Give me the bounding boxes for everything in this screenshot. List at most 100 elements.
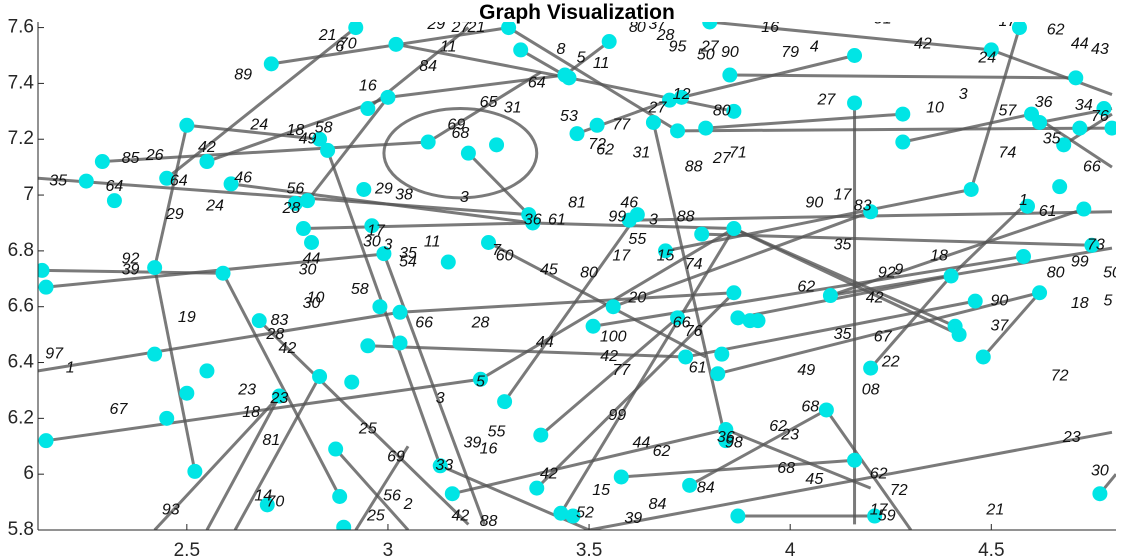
- graph-node: [678, 349, 694, 365]
- edge-weight-label: 3: [383, 237, 392, 254]
- graph-node: [440, 254, 456, 270]
- edge-weight-label: 5: [1104, 292, 1113, 309]
- graph-node: [332, 489, 348, 505]
- graph-node: [312, 131, 328, 147]
- graph-node: [565, 508, 581, 524]
- graph-node: [300, 193, 315, 209]
- graph-node: [710, 366, 726, 382]
- edge-weight-label: 34: [1075, 97, 1093, 114]
- edge-weight-label: 62: [769, 418, 787, 435]
- graph-edge: [982, 291, 1041, 358]
- edge-weight-label: 77: [612, 362, 631, 379]
- edge-weight-label: 28: [265, 326, 284, 343]
- graph-edge: [612, 210, 872, 309]
- graph-edge: [559, 227, 736, 515]
- edge-weight-label: 61: [548, 211, 566, 228]
- edge-weight-label: 16: [761, 19, 779, 36]
- edge-weight-label: 57: [998, 103, 1017, 120]
- edge-weight-label: 50: [1103, 264, 1121, 281]
- edge-weight-label: 66: [1083, 158, 1101, 175]
- graph-node: [553, 505, 569, 521]
- edge-weight-label: 85: [122, 150, 140, 167]
- edge-weight-label: 24: [249, 116, 268, 133]
- graph-node: [863, 204, 879, 220]
- edge-weight-label: 29: [374, 181, 393, 198]
- graph-edge: [38, 176, 529, 217]
- edge-weight-label: 17: [998, 13, 1017, 30]
- edge-weight-label: 50: [697, 47, 715, 64]
- y-tick-label: 7.4: [8, 72, 35, 93]
- x-tick-label: 3: [383, 540, 394, 560]
- y-tick-label: 7.2: [8, 128, 34, 149]
- graph-node: [698, 120, 714, 136]
- edge-weight-label: 56: [383, 488, 401, 505]
- graph-node: [1032, 285, 1048, 301]
- edge-weight-label: 76: [685, 323, 703, 340]
- graph-node: [372, 299, 388, 315]
- edge-weight-label: 60: [496, 248, 514, 265]
- graph-edge: [153, 395, 281, 530]
- edge-weight-label: 35: [399, 245, 417, 262]
- edge-weight-label: 16: [480, 440, 498, 457]
- edge-weight-label: 35: [834, 326, 852, 343]
- graph-edge: [564, 40, 611, 77]
- graph-node: [187, 463, 203, 479]
- edge-weight-label: 28: [656, 27, 675, 44]
- edge-weight-label: 17: [870, 502, 889, 519]
- graph-node: [336, 519, 352, 530]
- edge-weight-label: 5: [476, 373, 485, 390]
- edge-weight-label: 17: [834, 186, 853, 203]
- graph-node: [983, 42, 999, 58]
- edge-weight-label: 80: [713, 103, 731, 120]
- graph-edge: [737, 274, 952, 320]
- edge-weight-label: 62: [1047, 22, 1065, 39]
- graph-node: [388, 36, 404, 52]
- edge-weight-label: 44: [303, 250, 321, 267]
- graph-edge: [303, 221, 533, 231]
- graph-node: [444, 486, 460, 502]
- graph-node: [223, 176, 239, 192]
- edge-weight-label: 42: [198, 139, 216, 156]
- graph-node: [179, 117, 195, 133]
- graph-edge: [503, 213, 639, 403]
- edge-weight-label: 67: [874, 329, 893, 346]
- edge-weight-label: 52: [576, 504, 594, 521]
- graph-node: [561, 70, 577, 86]
- edge-weight-label: 3: [649, 211, 658, 228]
- graph-node: [1011, 22, 1027, 36]
- edge-weight-label: 55: [488, 424, 506, 441]
- y-tick-label: 5.8: [8, 519, 34, 540]
- edge-weight-label: 42: [600, 348, 618, 365]
- edge-weight-label: 2: [403, 496, 413, 513]
- edge-weight-label: 100: [600, 329, 627, 346]
- graph-edge: [427, 70, 542, 144]
- nodes-layer: [38, 22, 1116, 530]
- graph-edge: [705, 112, 903, 130]
- edge-weight-label: 58: [315, 119, 333, 136]
- edge-weight-label: 83: [270, 312, 288, 329]
- graph-edge: [507, 26, 679, 133]
- edge-weight-label: 23: [1062, 429, 1081, 446]
- edge-weight-label: 61: [689, 359, 707, 376]
- edge-weight-label: 3: [460, 189, 469, 206]
- edge-weight-label: 99: [608, 209, 626, 226]
- edge-weight-label: 20: [627, 290, 646, 307]
- edge-weight-label: 65: [480, 94, 498, 111]
- edge-weight-label: 17: [367, 223, 386, 240]
- graph-node: [489, 137, 505, 153]
- graph-node: [847, 452, 863, 468]
- edge-weight-label: 39: [464, 435, 482, 452]
- graph-edge: [869, 275, 953, 370]
- graph-node: [376, 246, 392, 262]
- graph-edge: [382, 253, 486, 525]
- graph-edge: [969, 27, 1021, 190]
- edge-weight-label: 42: [451, 507, 469, 524]
- chart-title: Graph Visualization: [479, 1, 675, 24]
- graph-edge: [387, 73, 566, 99]
- edge-weight-label: 74: [685, 256, 703, 273]
- graph-node: [585, 318, 601, 334]
- graph-edge: [230, 182, 533, 225]
- edge-weight-label: 24: [977, 50, 996, 67]
- edge-weight-label: 43: [1091, 41, 1109, 58]
- graph-edge: [102, 140, 429, 164]
